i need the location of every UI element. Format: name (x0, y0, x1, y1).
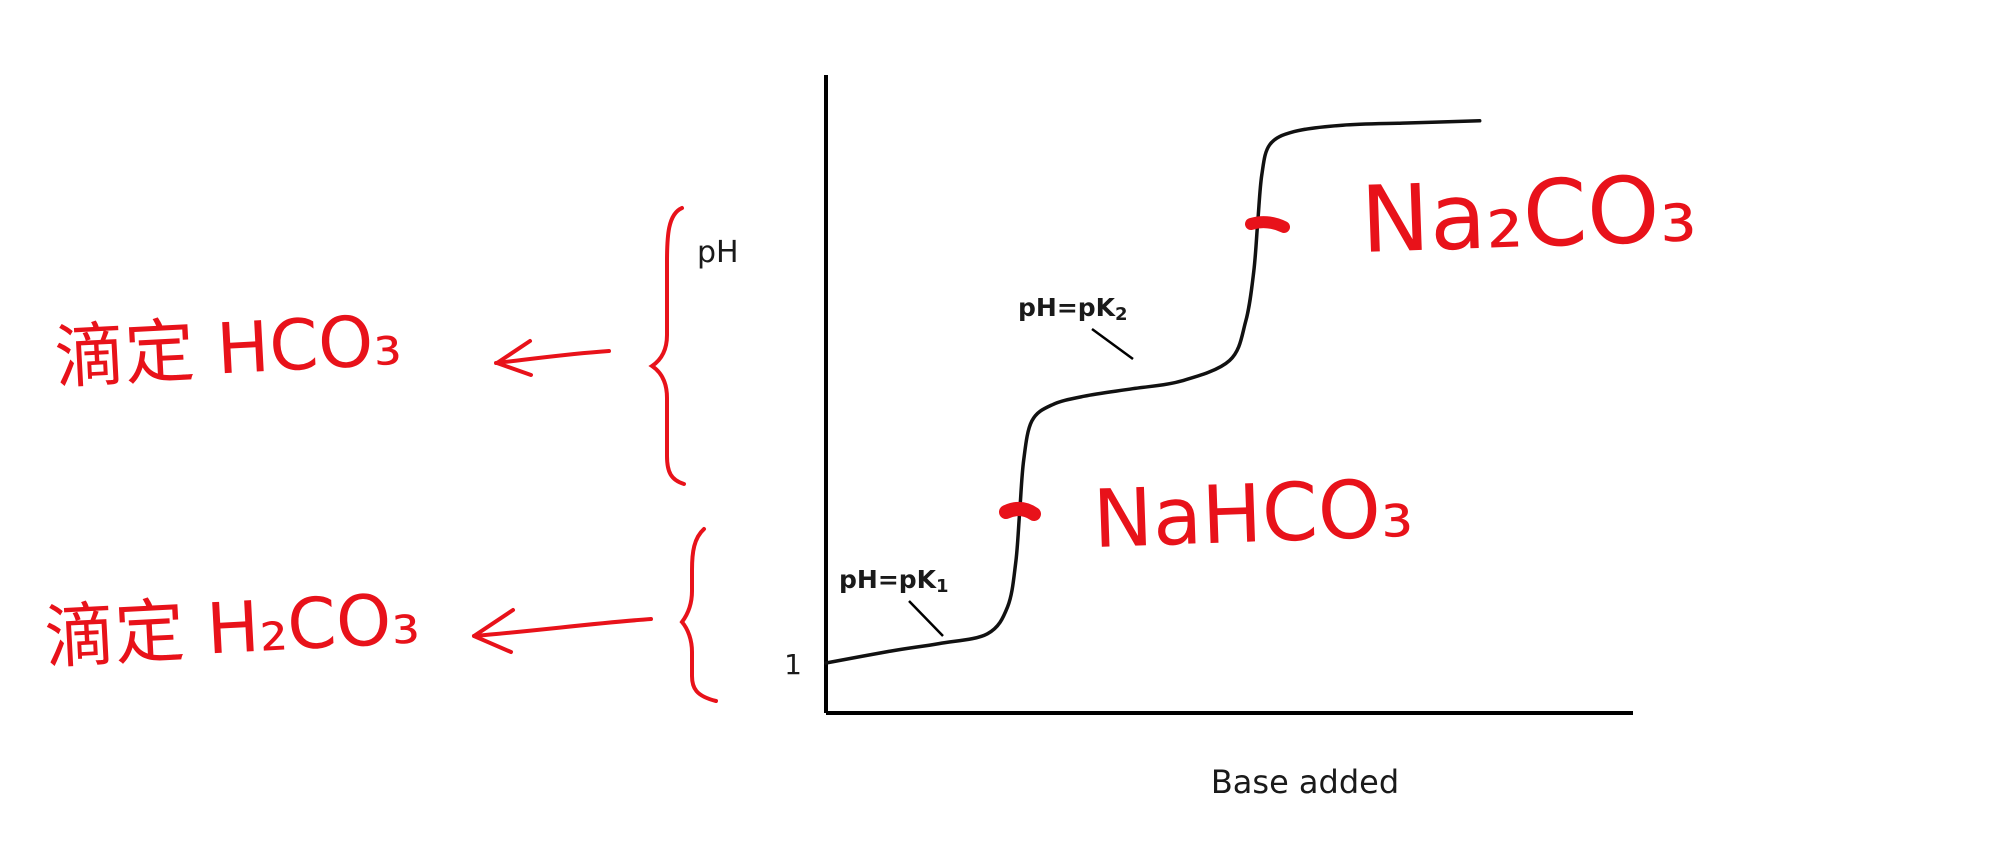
equivalence-point-2 (1245, 216, 1290, 233)
titration-curve (824, 119, 1482, 665)
x-axis-label: Base added (1211, 763, 1399, 801)
handwritten-titrate-h2co3: 滴定 H₂CO₃ (43, 577, 422, 679)
lower-brace (679, 527, 718, 703)
upper-arrow-head (495, 339, 533, 377)
lower-brace-curve (679, 527, 718, 703)
y-axis-label: pH (697, 235, 739, 270)
handwritten-nahco3: NaHCO₃ (1091, 462, 1414, 566)
handwritten-na2co3: Na₂CO₃ (1359, 155, 1698, 274)
pk1-leader-line (908, 600, 944, 637)
pk1-annotation: pH=pK1 (839, 565, 949, 637)
upper-arrow-shaft (494, 349, 611, 365)
chart-axes (824, 75, 1633, 715)
marker-dot-2 (1245, 216, 1290, 233)
pk2-label: pH=pK2 (1018, 293, 1128, 325)
equivalence-point-1 (999, 502, 1041, 521)
marker-dot-1 (999, 502, 1041, 521)
handwritten-titrate-hco3: 滴定 HCO₃ (53, 299, 404, 399)
pk2-leader-line (1091, 327, 1134, 361)
pk1-label: pH=pK1 (839, 565, 949, 597)
upper-brace (648, 206, 686, 486)
pk2-annotation: pH=pK2 (1018, 293, 1134, 361)
lower-arrow-head (472, 608, 515, 654)
upper-arrow (494, 339, 611, 377)
lower-arrow (472, 608, 653, 654)
y-tick-label: 1 (784, 648, 802, 681)
upper-brace-curve (648, 206, 686, 486)
lower-arrow-shaft (472, 617, 653, 638)
